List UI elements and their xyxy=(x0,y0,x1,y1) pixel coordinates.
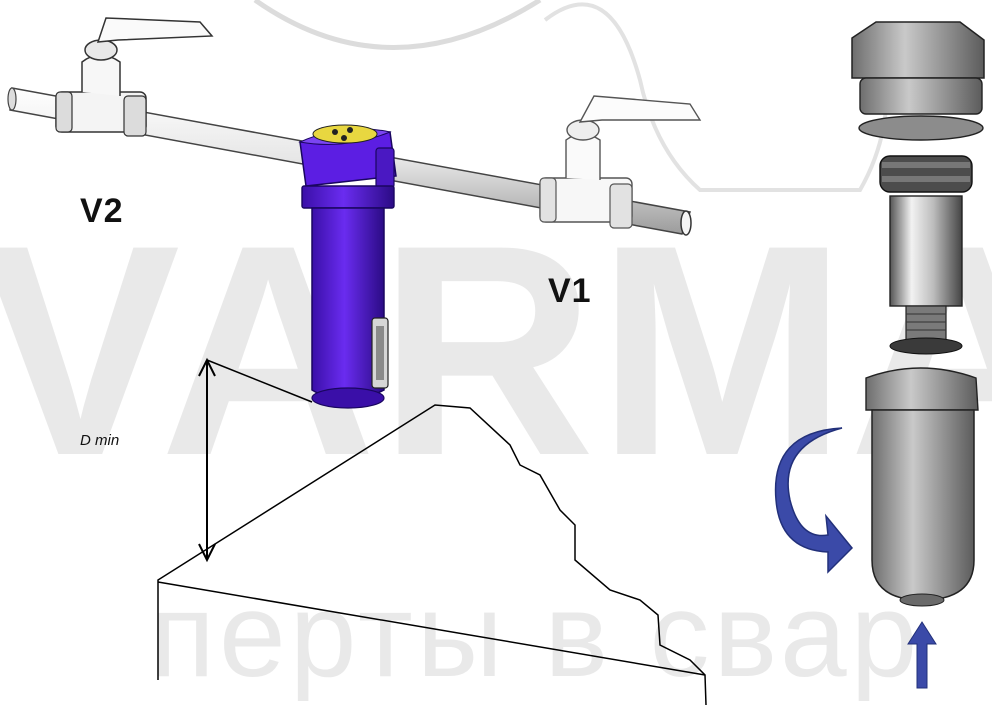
valve-v1 xyxy=(539,95,702,229)
purple-filter xyxy=(298,124,397,409)
watermark-brand: VARMA xyxy=(0,182,992,518)
valve-v1-label: V1 xyxy=(548,272,592,310)
watermark-shape xyxy=(543,2,889,192)
curved-arrow-icon xyxy=(774,427,854,574)
d-min-dimension xyxy=(198,357,313,563)
d-min-label: D min xyxy=(80,432,120,449)
cartridge-exploded-view xyxy=(851,21,985,607)
valve-v2 xyxy=(55,17,214,137)
watermark-arc xyxy=(253,0,542,50)
up-arrow-icon xyxy=(907,621,937,689)
watermark-tagline: перты в свар xyxy=(150,568,922,702)
valve-v2-label: V2 xyxy=(80,192,124,230)
floor-outline xyxy=(157,404,707,706)
